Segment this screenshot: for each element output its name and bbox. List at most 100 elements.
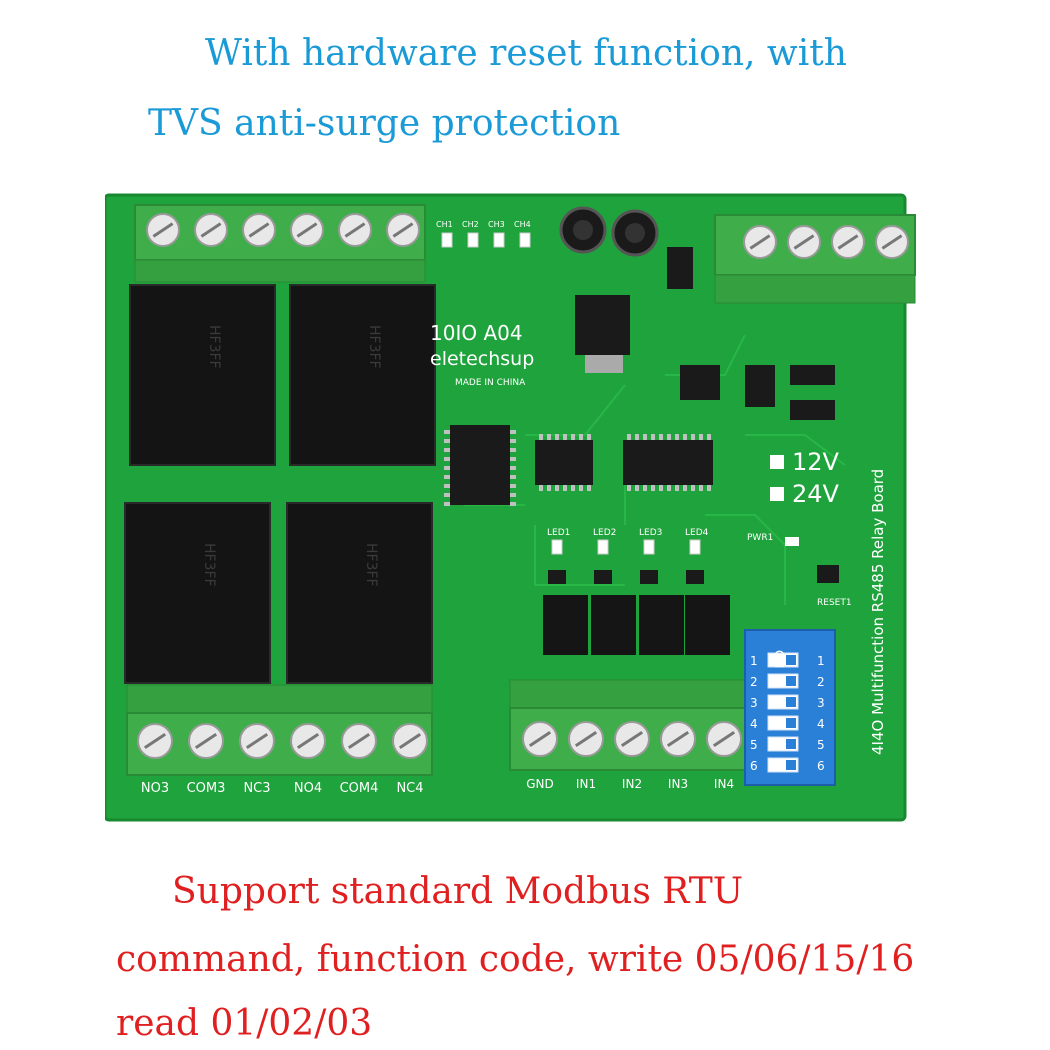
terminal-screw-slot: [347, 732, 371, 750]
jumper-24v-pad: [770, 487, 784, 501]
terminal-screw-slot: [392, 222, 414, 238]
ic-pin: [444, 439, 450, 443]
ic-pin: [643, 434, 647, 440]
relay: [286, 502, 433, 684]
caption-top-line-2: TVS anti-surge protection: [148, 103, 621, 144]
dip-number: 3: [750, 696, 758, 710]
dip-number: 5: [750, 738, 758, 752]
ic-pin: [707, 485, 711, 491]
optocouplers: [543, 595, 730, 655]
ic-pin: [691, 485, 695, 491]
ic-pin: [444, 448, 450, 452]
ic-pin: [699, 434, 703, 440]
pwr-label: PWR1: [747, 533, 773, 543]
dip-toggle-slider: [786, 718, 796, 728]
ic-pin: [510, 457, 516, 461]
terminal-screw-slot: [881, 234, 903, 250]
ic-pin: [444, 457, 450, 461]
dip-number: 3: [817, 696, 825, 710]
dip-number: 4: [750, 717, 758, 731]
terminal-screw-slot: [620, 730, 644, 748]
ic-pin: [683, 485, 687, 491]
input-led-component: [594, 570, 612, 584]
caption-bottom-line-2: command, function code, write 05/06/15/1…: [116, 939, 915, 980]
ic-pin: [587, 434, 591, 440]
ic-pin: [539, 485, 543, 491]
ic-pin: [667, 485, 671, 491]
reset-label: RESET1: [817, 598, 852, 608]
led-label: LED2: [593, 528, 616, 538]
terminal-screw-slot: [574, 730, 598, 748]
input-terminal-label: IN4: [714, 777, 734, 791]
relay-model-label: HF3FF: [206, 325, 222, 369]
terminal-screw-slot: [296, 222, 318, 238]
dip-toggle-slider: [786, 760, 796, 770]
ch-label: CH4: [514, 220, 531, 229]
ic-pin: [659, 434, 663, 440]
ch-label: CH3: [488, 220, 505, 229]
ic-pin: [699, 485, 703, 491]
ic-pin: [683, 434, 687, 440]
ic-pin: [571, 485, 575, 491]
voltage-12v-label: 12V: [792, 448, 840, 476]
ic-pin: [510, 493, 516, 497]
ic-pin: [635, 485, 639, 491]
dip-toggle-slider: [786, 739, 796, 749]
ic-pin: [659, 485, 663, 491]
terminal-screw-slot: [344, 222, 366, 238]
led-label: LED1: [547, 528, 570, 538]
relay: [124, 502, 271, 684]
dip-on-label: ON: [772, 650, 786, 668]
terminal-screw-slot: [143, 732, 167, 750]
reset-button: [817, 565, 839, 583]
terminal-block-top-left: [134, 204, 426, 283]
ic-pin: [635, 434, 639, 440]
terminal-screw-slot: [200, 222, 222, 238]
ic-pin: [563, 485, 567, 491]
terminal-screw-slot: [398, 732, 422, 750]
relay: [129, 284, 276, 466]
terminal-screw-slot: [749, 234, 771, 250]
ic-pin: [675, 485, 679, 491]
terminal-screw-slot: [666, 730, 690, 748]
capacitors: [559, 206, 659, 257]
input-led-component: [548, 570, 566, 584]
board-brand: eletechsup: [430, 348, 534, 370]
ch-led: [493, 232, 505, 248]
ic-pin: [579, 434, 583, 440]
relay-model-label: HF3FF: [201, 543, 217, 587]
ic-pin: [510, 430, 516, 434]
dip-number: 6: [817, 759, 825, 773]
relay-terminal-label: NC3: [243, 781, 270, 796]
ic-chips: [450, 365, 835, 505]
input-led-component: [686, 570, 704, 584]
ic-pin: [627, 434, 631, 440]
caption-bottom-line-3: read 01/02/03: [116, 1003, 373, 1044]
input-terminal-label: IN1: [576, 777, 596, 791]
board-model: 10IO A04: [430, 321, 523, 345]
input-terminal-label: IN3: [668, 777, 688, 791]
terminal-screw-slot: [793, 234, 815, 250]
ic-pin: [444, 430, 450, 434]
terminal-screw-slot: [194, 732, 218, 750]
ic-pin: [539, 434, 543, 440]
ic-pin: [643, 485, 647, 491]
ic-pin: [444, 466, 450, 470]
ic-pin: [579, 485, 583, 491]
ic-pin: [547, 485, 551, 491]
ic-pin: [651, 485, 655, 491]
terminal-screw-slot: [528, 730, 552, 748]
ic-pin: [555, 485, 559, 491]
dip-toggle-slider: [786, 697, 796, 707]
dip-number: 6: [750, 759, 758, 773]
ic-pin: [444, 493, 450, 497]
terminal-screw-slot: [245, 732, 269, 750]
dip-number: 1: [817, 654, 825, 668]
ic-pin: [510, 466, 516, 470]
dip-number: 4: [817, 717, 825, 731]
relay-terminal-label: NO4: [294, 781, 322, 796]
ic-pin: [675, 434, 679, 440]
ic-pin: [667, 434, 671, 440]
ch-label: CH2: [462, 220, 479, 229]
